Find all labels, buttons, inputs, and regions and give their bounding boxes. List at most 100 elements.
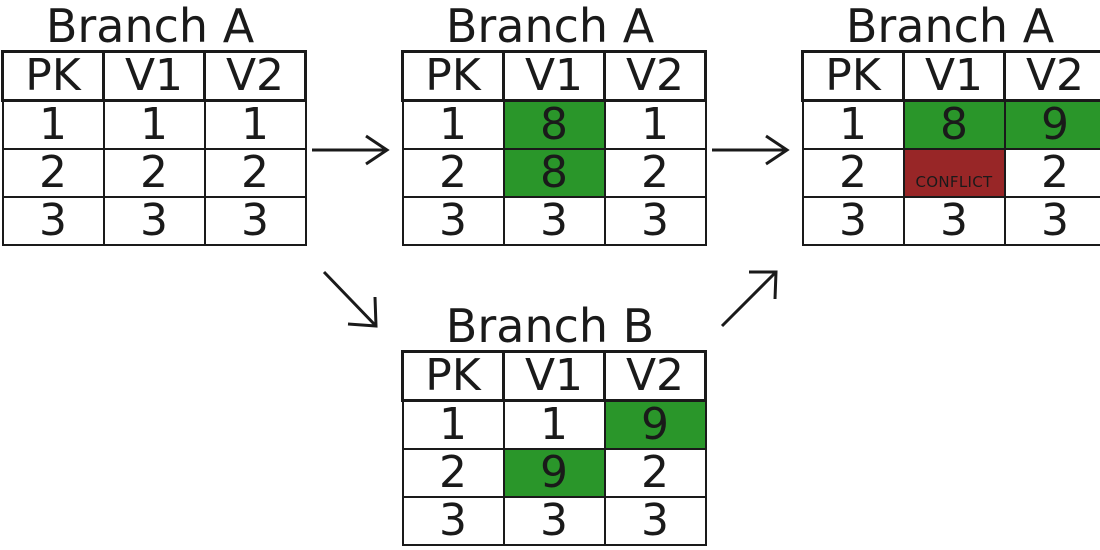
cell-value: 3: [39, 197, 67, 245]
table-cell: 2: [102, 148, 206, 198]
table-row: 1 8 1: [401, 99, 707, 150]
table-cell: 3: [502, 496, 606, 546]
cell-value: 9: [641, 400, 669, 449]
column-header: V2: [1003, 50, 1100, 102]
changed-cell: 9: [502, 448, 606, 498]
cell-value: 2: [39, 149, 67, 197]
cell-value: 1: [39, 100, 67, 149]
column-header: V1: [902, 50, 1006, 102]
cell-value: 8: [540, 149, 568, 197]
cell-value: 8: [940, 100, 968, 149]
cell-value: 3: [540, 197, 568, 245]
cell-value: 9: [1041, 100, 1069, 149]
cell-value: 3: [241, 197, 269, 245]
table-title: Branch A: [45, 0, 255, 53]
changed-cell: 9: [1003, 99, 1100, 150]
table-cell: 3: [902, 196, 1006, 246]
table-cell: 2: [203, 148, 307, 198]
cell-value: 1: [641, 100, 669, 149]
table-title: Branch A: [445, 0, 655, 53]
table-cell: 1: [801, 99, 905, 150]
table-row: 3 3 3: [401, 196, 707, 246]
column-header: PK: [401, 350, 505, 402]
table-cell: 2: [401, 448, 505, 498]
table-title: Branch A: [845, 0, 1055, 53]
table-row: 2 8 2: [401, 148, 707, 198]
table-cell: 2: [1003, 148, 1100, 198]
column-header: PK: [1, 50, 105, 102]
arrow-a-to-a2: [312, 134, 390, 166]
table-cell: 2: [1, 148, 105, 198]
table-cell: 3: [801, 196, 905, 246]
table-cell: 3: [1003, 196, 1100, 246]
table-cell: 3: [203, 196, 307, 246]
table-cell: 1: [102, 99, 206, 150]
table-cell: 3: [603, 196, 707, 246]
conflict-cell: CONFLICT: [902, 148, 1006, 198]
cell-value: 3: [641, 197, 669, 245]
table-cell: 1: [502, 399, 606, 450]
table-cell: 3: [102, 196, 206, 246]
changed-cell: 8: [502, 148, 606, 198]
cell-value: 2: [241, 149, 269, 197]
cell-value: 2: [1041, 149, 1069, 197]
column-header: V1: [102, 50, 206, 102]
table-cell: 1: [203, 99, 307, 150]
cell-value: 1: [439, 100, 467, 149]
table-cell: 3: [502, 196, 606, 246]
arrow-a-to-b: [322, 270, 378, 328]
column-header: V1: [502, 50, 606, 102]
arrow-a2-to-merge: [712, 134, 790, 166]
cell-value: 3: [540, 497, 568, 545]
table-cell: 2: [603, 148, 707, 198]
column-header: PK: [801, 50, 905, 102]
cell-value: 2: [439, 149, 467, 197]
cell-value: 1: [839, 100, 867, 149]
cell-value: 3: [641, 497, 669, 545]
table-cell: 2: [801, 148, 905, 198]
table-cell: 3: [1, 196, 105, 246]
changed-cell: 8: [902, 99, 1006, 150]
table-cell: 3: [401, 496, 505, 546]
cell-value: 3: [439, 497, 467, 545]
arrow-b-to-merge: [720, 270, 778, 328]
table-row: 3 3 3: [1, 196, 307, 246]
conflict-label: CONFLICT: [915, 173, 993, 191]
table-cell: 1: [401, 99, 505, 150]
column-header: V2: [603, 50, 707, 102]
table-cell: 1: [1, 99, 105, 150]
cell-value: 1: [140, 100, 168, 149]
table-row: 3 3 3: [401, 496, 707, 546]
cell-value: 8: [540, 100, 568, 149]
table-title: Branch B: [445, 299, 655, 353]
cell-value: 3: [140, 197, 168, 245]
cell-value: 2: [641, 449, 669, 497]
table-row: 1 8 9: [801, 99, 1100, 150]
cell-value: 2: [839, 149, 867, 197]
cell-value: 1: [241, 100, 269, 149]
table-cell: 2: [603, 448, 707, 498]
column-header: V1: [502, 350, 606, 402]
cell-value: 1: [439, 400, 467, 449]
cell-value: 2: [641, 149, 669, 197]
cell-value: 3: [439, 197, 467, 245]
table-row: 1 1 1: [1, 99, 307, 150]
cell-value: 2: [439, 449, 467, 497]
cell-value: 3: [940, 197, 968, 245]
cell-value: 3: [839, 197, 867, 245]
